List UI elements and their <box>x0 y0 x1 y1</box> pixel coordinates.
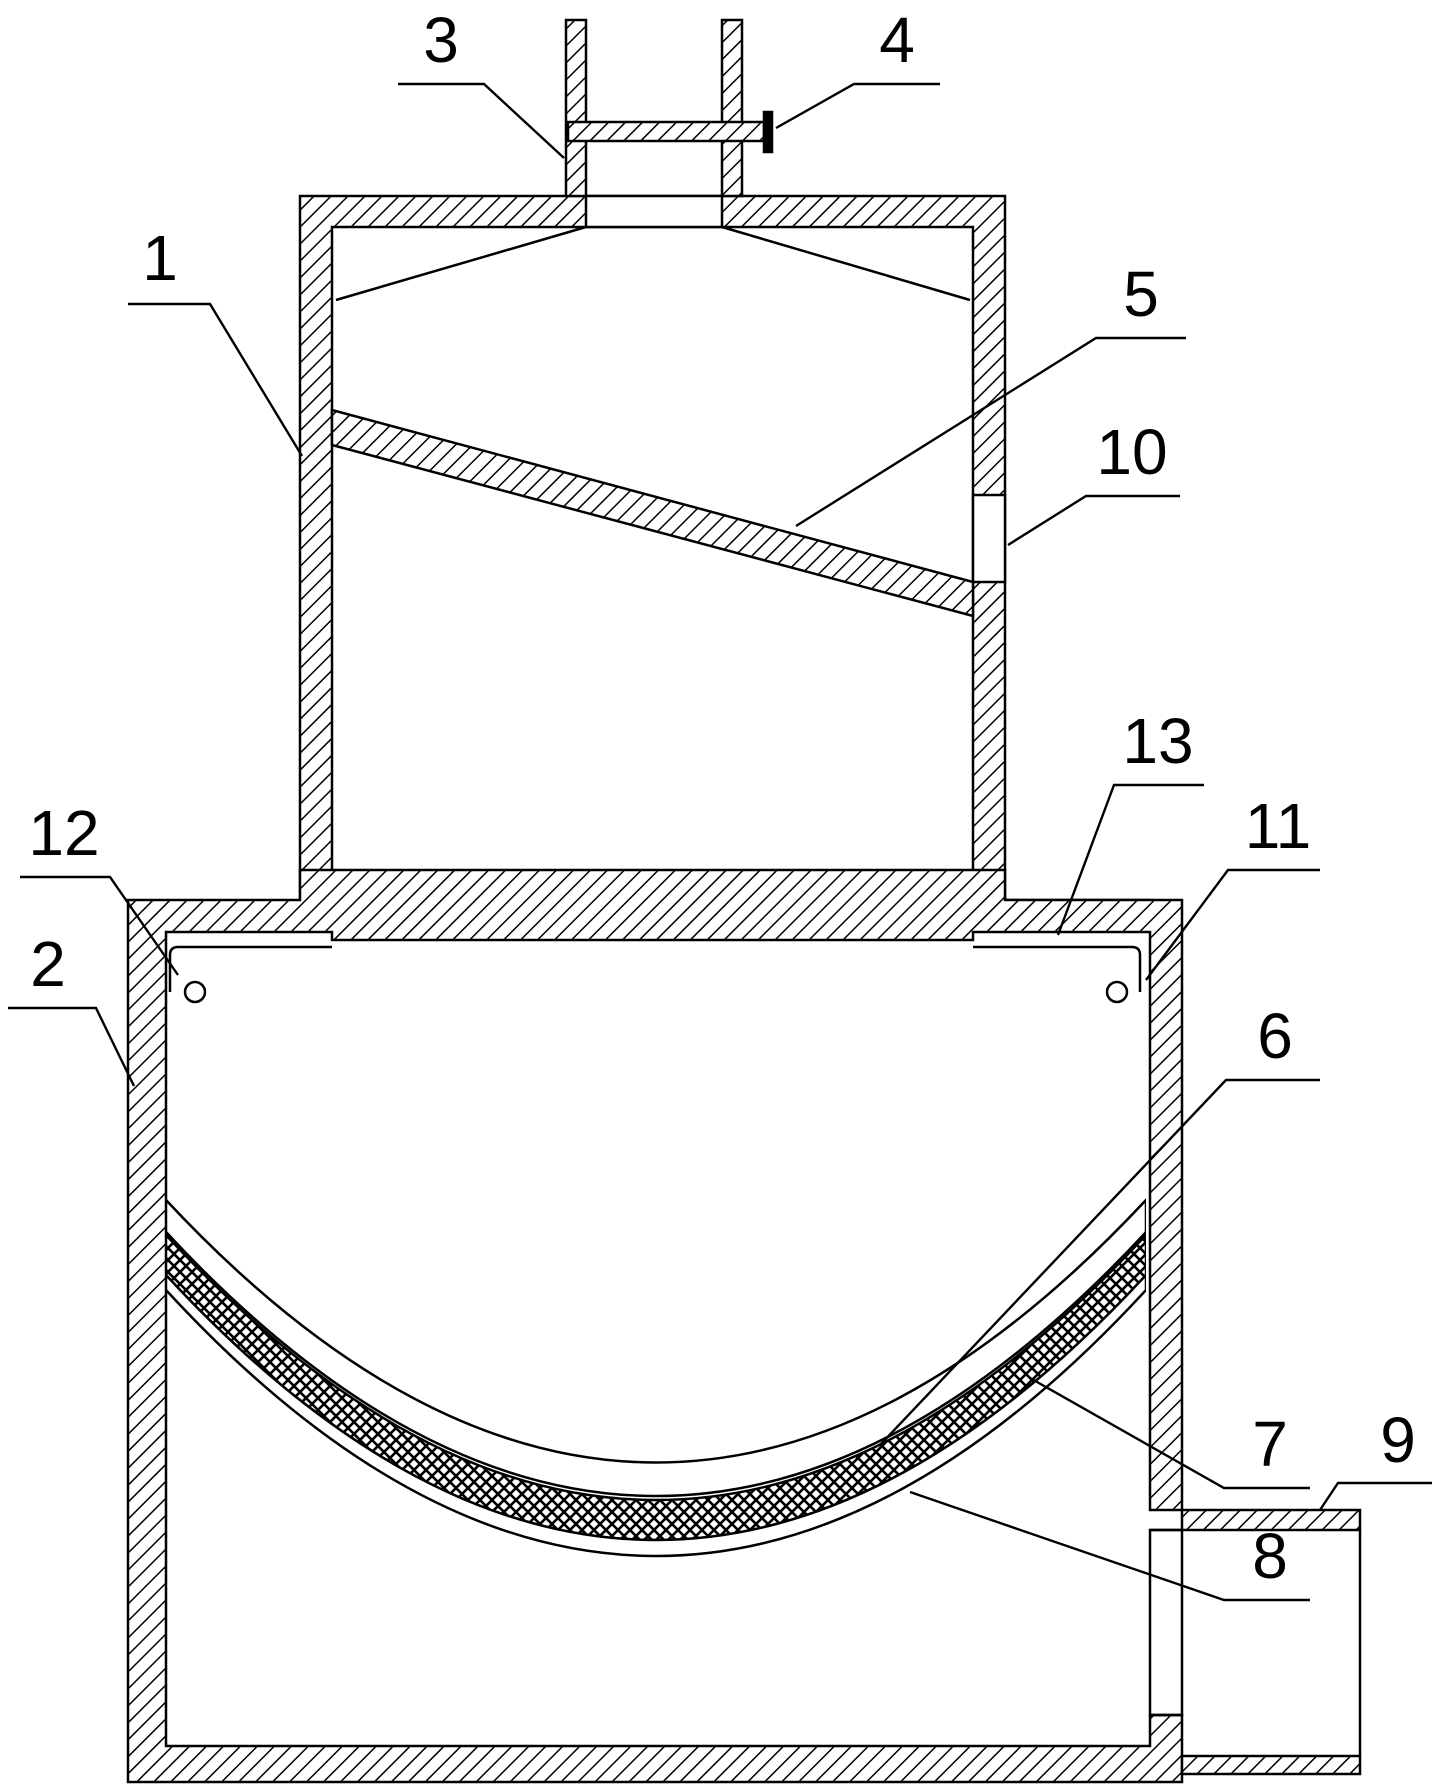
leader-1 <box>128 302 304 457</box>
leader-7 <box>1029 1376 1310 1490</box>
inclined-screen-plate <box>330 408 975 618</box>
leader-8 <box>909 1490 1310 1602</box>
right-hook-ring <box>1105 980 1129 1004</box>
label-8: 8 <box>1252 1520 1288 1592</box>
outlet-pipe <box>1148 1508 1362 1776</box>
leader-lines <box>8 82 1432 1602</box>
gate-valve <box>566 110 774 154</box>
part-labels: 1 2 3 4 5 6 7 8 9 10 11 12 13 <box>28 4 1415 1592</box>
left-hook-bar <box>168 945 332 992</box>
outlet-pipe-bottom-wall <box>1180 1754 1362 1776</box>
left-hook-ring <box>183 980 207 1004</box>
label-12: 12 <box>28 797 99 869</box>
leader-9 <box>1319 1481 1432 1511</box>
label-5: 5 <box>1123 258 1159 330</box>
inlet-pipe-right-wall <box>720 18 744 198</box>
gate-valve-plate <box>566 120 766 143</box>
leader-13 <box>1056 783 1204 936</box>
label-10: 10 <box>1096 416 1167 488</box>
label-1: 1 <box>142 222 178 294</box>
filter-support-inner <box>166 1198 1146 1498</box>
leader-4 <box>775 82 940 130</box>
leader-2 <box>8 1006 136 1087</box>
leader-3 <box>398 82 565 159</box>
leader-10 <box>1007 494 1180 547</box>
label-9: 9 <box>1380 1404 1416 1476</box>
outlet-opening <box>1148 1528 1184 1717</box>
inlet-pipe-left-wall <box>564 18 588 198</box>
inlet-pipe-mouth <box>584 194 724 229</box>
side-discharge-opening <box>971 493 1007 584</box>
label-11: 11 <box>1245 790 1311 862</box>
right-hook-bar <box>973 945 1142 992</box>
label-4: 4 <box>879 4 915 76</box>
label-3: 3 <box>423 4 459 76</box>
leader-6 <box>879 1078 1320 1446</box>
filter-basket <box>166 1198 1146 1558</box>
filter-support-outer <box>166 1273 1146 1558</box>
hooks <box>168 945 1142 1004</box>
inlet-pipe <box>564 18 744 229</box>
label-2: 2 <box>30 928 66 1000</box>
outlet-pipe-top-wall <box>1180 1508 1362 1532</box>
leader-11 <box>1145 868 1320 981</box>
label-13: 13 <box>1122 705 1193 777</box>
label-7: 7 <box>1252 1408 1288 1480</box>
gate-valve-handle <box>762 110 774 154</box>
inlet-funnel <box>335 225 971 302</box>
label-6: 6 <box>1257 1000 1293 1072</box>
leader-12 <box>20 875 179 976</box>
leader-5 <box>795 336 1186 528</box>
